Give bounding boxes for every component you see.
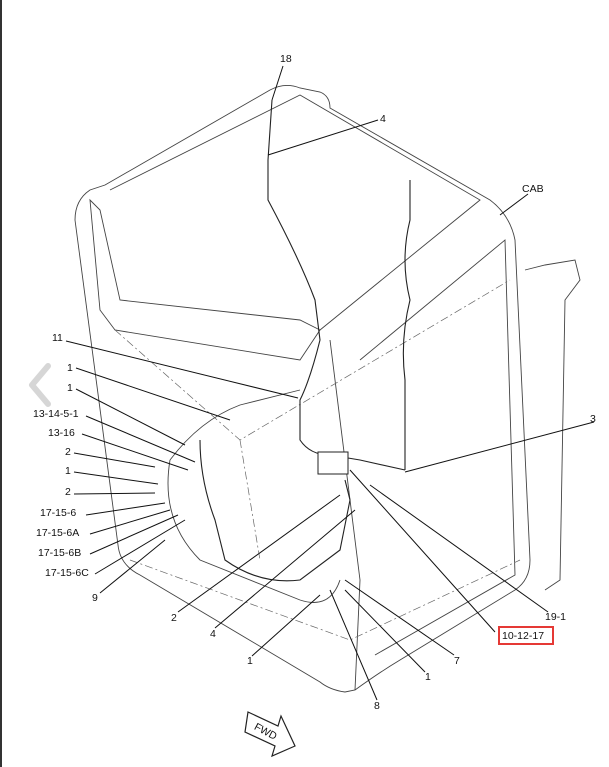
callout-label: 17-15-6B — [38, 547, 81, 559]
callout-label: 1 — [67, 382, 73, 394]
callout-label: 17-15-6C — [45, 567, 89, 579]
leader-line — [251, 594, 321, 657]
leader-line — [65, 340, 299, 399]
leader-line — [404, 421, 595, 473]
callout-label: 9 — [92, 592, 98, 604]
fwd-arrow: FWD — [244, 711, 296, 758]
leader-line — [344, 579, 455, 656]
leader-line — [89, 514, 179, 555]
leader-line — [99, 539, 166, 594]
leader-line — [94, 519, 186, 575]
callout-label: 17-15-6 — [40, 507, 76, 519]
leader-line — [267, 119, 379, 156]
leader-line — [89, 509, 171, 535]
callout-label: 11 — [52, 332, 63, 344]
leader-line — [349, 469, 496, 633]
leader-line — [75, 388, 186, 446]
callout-label: 1 — [65, 465, 71, 477]
leader-line — [214, 509, 356, 629]
callout-label: 2 — [171, 612, 177, 624]
leader-line — [73, 452, 156, 468]
previous-image-button[interactable] — [22, 360, 62, 410]
callout-label: 13-16 — [48, 427, 75, 439]
leader-line — [369, 484, 549, 613]
callout-label: 10-12-17 — [502, 630, 544, 642]
callout-label: 8 — [374, 700, 380, 712]
leader-line — [81, 433, 189, 471]
leader-line — [271, 65, 284, 101]
callout-label: 1 — [247, 655, 253, 667]
leader-line — [329, 589, 378, 701]
window-edge — [0, 0, 2, 767]
highlight-box — [498, 626, 554, 645]
callout-label: 2 — [65, 446, 71, 458]
wire-harness — [199, 99, 411, 582]
leader-line — [344, 589, 426, 673]
callout-label: 2 — [65, 486, 71, 498]
leader-line — [85, 502, 166, 516]
leader-line — [499, 193, 529, 216]
leader-line — [73, 471, 159, 485]
callout-label: 7 — [454, 655, 460, 667]
callout-label: 13-14-5-1 — [33, 408, 79, 420]
leader-line — [177, 494, 341, 613]
leader-line — [85, 415, 196, 463]
callout-label: 19-1 — [545, 611, 566, 623]
callout-label: 17-15-6A — [36, 527, 79, 539]
chevron-left-icon — [29, 363, 51, 407]
callout-label: 18 — [280, 53, 292, 65]
cab-outline — [74, 85, 581, 693]
callouts: 184CAB111113-14-5-113-1621217-15-617-15-… — [33, 53, 596, 712]
callout-label: 3 — [590, 413, 596, 425]
callout-label: 4 — [210, 628, 216, 640]
callout-label: 4 — [380, 113, 386, 125]
callout-label: 1 — [425, 671, 431, 683]
callout-label: CAB — [522, 183, 544, 195]
leader-line — [75, 367, 231, 421]
leader-line — [73, 492, 156, 495]
callout-label: 1 — [67, 362, 73, 374]
